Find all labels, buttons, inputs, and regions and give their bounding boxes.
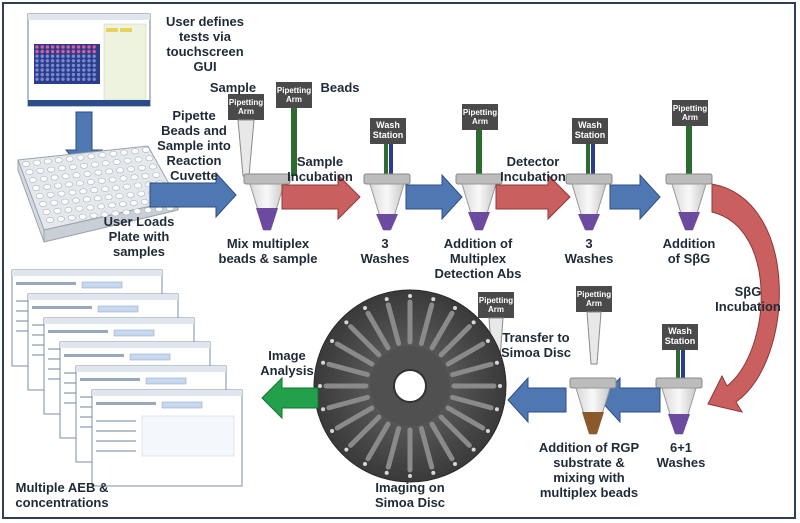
pipetting-arm-label-detection: Pipetting Arm [462, 108, 498, 126]
arrow-detector-incubation [495, 173, 571, 221]
pipette-sbg [665, 100, 713, 231]
pipetting-arm-label-transfer: Pipetting Arm [478, 296, 514, 314]
reaction-cuvette-mix [243, 173, 291, 231]
label-detector-incubation: Detector Incubation [500, 154, 566, 184]
arrow-wash-to-rgp [599, 376, 661, 424]
analysis-screenshots [11, 269, 243, 487]
label-addition-multiplex: Addition of Multiplex Detection Abs [434, 236, 522, 281]
wash-station-1 [363, 118, 411, 231]
label-user-defines: User defines tests via touchscreen GUI [165, 14, 245, 74]
label-transfer-simoa: Transfer to Simoa Disc [500, 330, 572, 360]
label-washes-3b: 3 Washes [564, 236, 614, 266]
pipette-detection [455, 104, 503, 231]
pipetting-arm-label-beads: Pipetting Arm [276, 86, 312, 104]
gui-sample-grid [35, 45, 96, 81]
label-beads: Beads [320, 80, 360, 95]
label-mix-multiplex: Mix multiplex beads & sample [218, 236, 318, 266]
label-image-analysis: Image Analysis [260, 348, 314, 378]
disc-channels [318, 294, 502, 478]
label-washes-6: 6+1 Washes [656, 440, 706, 470]
plate-wells [22, 147, 174, 223]
arrow-wash-to-sbg [609, 173, 661, 221]
wash-station-2 [565, 118, 613, 231]
label-addition-rgp: Addition of RGP substrate & mixing with … [538, 440, 640, 500]
wash-station-label-3: Wash Station [664, 326, 696, 346]
wash-station-label-2: Wash Station [574, 120, 606, 140]
label-sample: Sample [209, 80, 257, 95]
label-multiple-aeb: Multiple AEB & concentrations [15, 480, 109, 510]
pipetting-arm-label-sbg: Pipetting Arm [672, 104, 708, 122]
arrow-sbg-incubation [707, 183, 780, 413]
arrow-sample-incubation [281, 173, 361, 221]
pipetting-arm-label-rgp: Pipetting Arm [576, 290, 612, 308]
arrow-image-analysis [261, 376, 319, 420]
label-sbg-incubation: SβG Incubation [715, 284, 781, 314]
arrow-rgp-to-disc [507, 376, 567, 424]
label-addition-sbg: Addition of SβG [662, 236, 716, 266]
pipetting-arm-label-sample: Pipetting Arm [228, 98, 264, 116]
label-sample-incubation: Sample Incubation [287, 154, 353, 184]
arrow-wash-to-detection [405, 173, 463, 221]
arrow-plate-to-mix [149, 171, 237, 219]
label-washes-3a: 3 Washes [360, 236, 410, 266]
pipette-sample [228, 94, 264, 177]
label-user-loads: User Loads Plate with samples [103, 214, 175, 259]
wash-station-label-1: Wash Station [372, 120, 404, 140]
wash-station-3 [655, 324, 703, 435]
pipette-beads [276, 82, 312, 176]
pipette-rgp [569, 286, 617, 435]
label-pipette-beads: Pipette Beads and Sample into Reaction C… [157, 108, 231, 183]
label-imaging-simoa: Imaging on Simoa Disc [374, 480, 446, 510]
